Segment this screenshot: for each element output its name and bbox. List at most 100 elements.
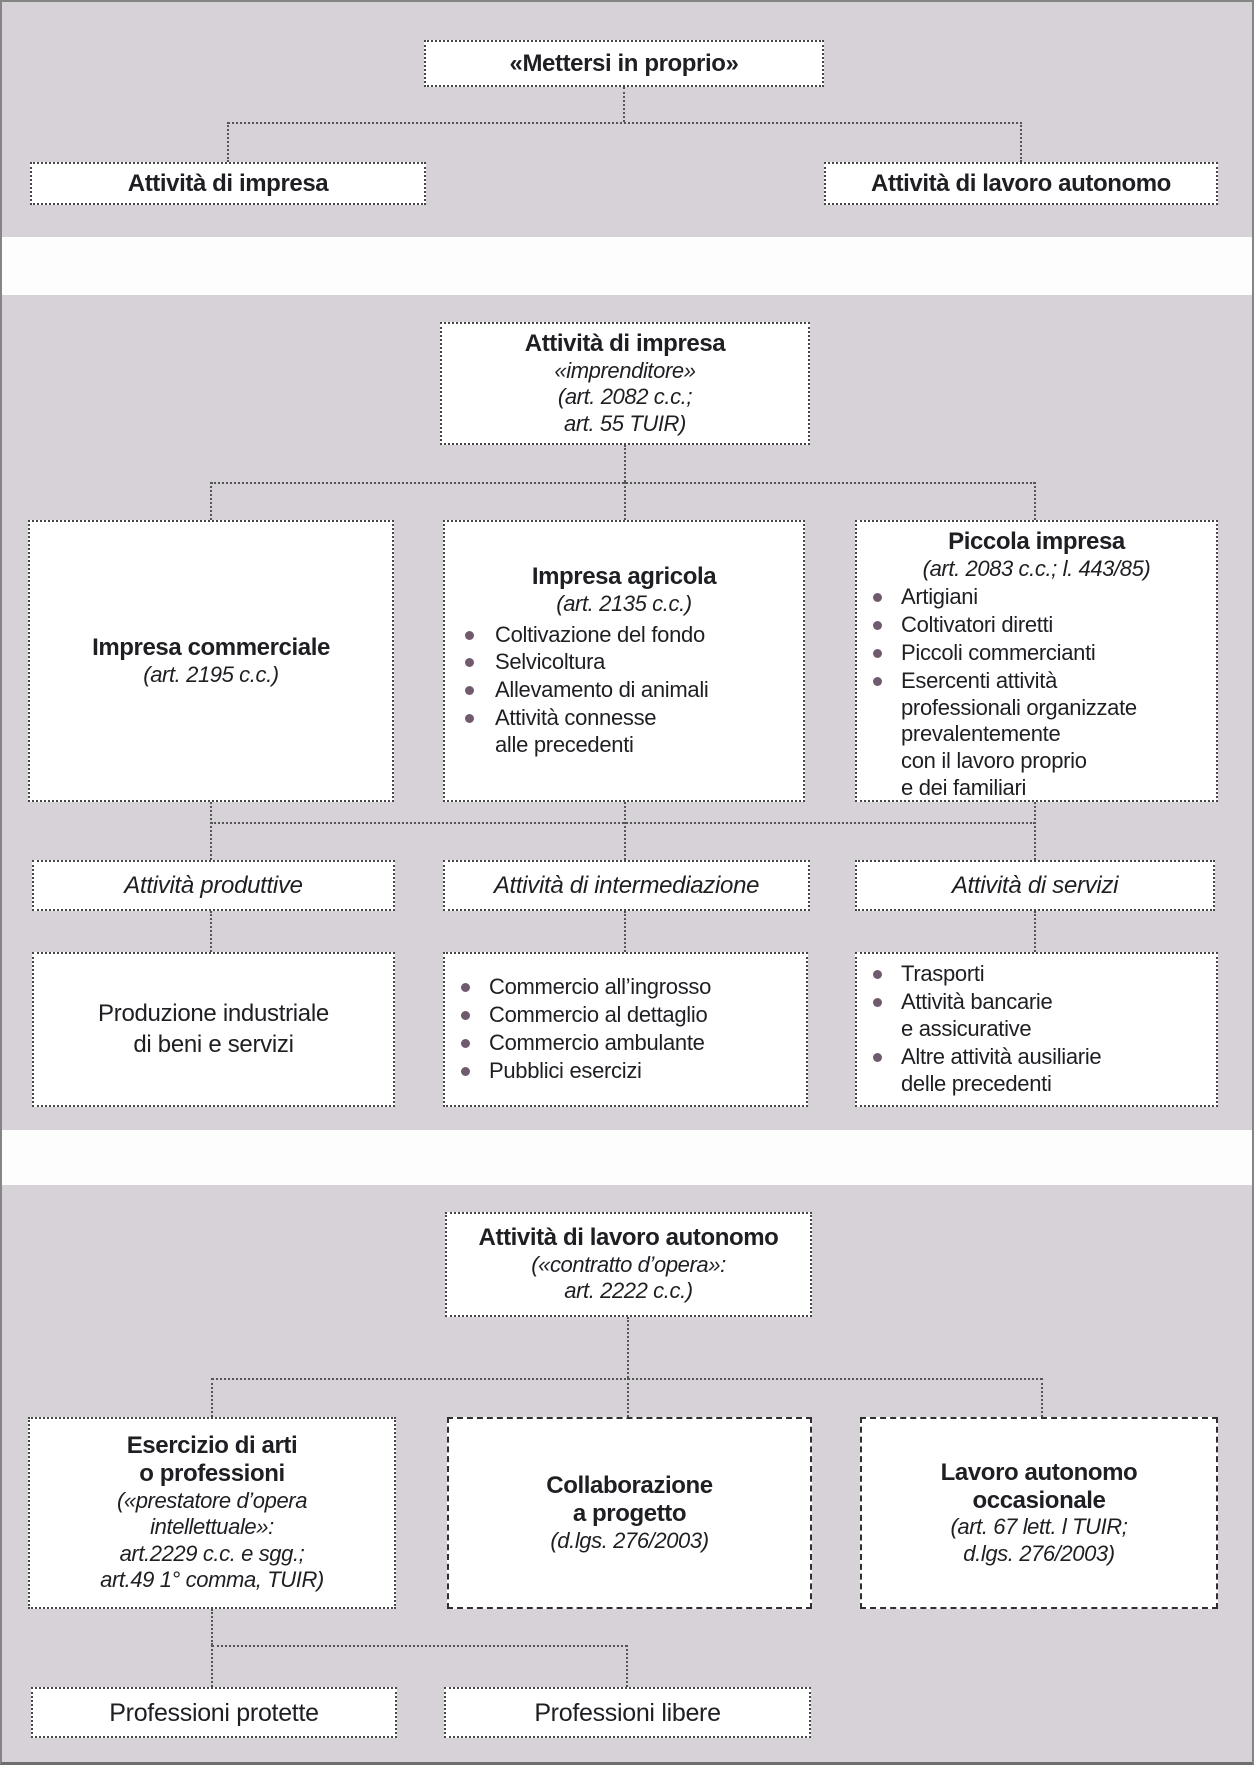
connector [211,1645,213,1687]
connector [624,911,626,952]
list-item: Pubblici esercizi [451,1058,800,1085]
connector [210,911,212,952]
list-item-text: Trasporti [901,961,985,987]
connector [211,822,1035,824]
node-professioni-libere: Professioni libere [444,1687,811,1738]
connector [1034,802,1036,860]
separator-band-2 [2,1130,1252,1185]
list-item-text: Attività bancarie e assicurative [901,989,1053,1042]
list-item-text: Esercenti attività professionali organiz… [901,667,1137,801]
connector [1041,1378,1043,1417]
impresa-agricola-list: Coltivazione del fondo Selvicoltura Alle… [451,622,797,759]
connector [627,1378,629,1417]
list-item: Commercio al dettaglio [451,1002,800,1029]
connector [228,122,1022,124]
connector [626,1645,628,1687]
bullet-icon [461,1011,470,1021]
bullet-icon [465,630,474,640]
esercizio-title: Esercizio di arti o professioni [126,1432,298,1488]
bullet-icon [873,621,882,631]
piccola-impresa-list: Artigiani Coltivatori diretti Piccoli co… [863,584,1210,802]
professioni-protette-text: Professioni protette [109,1698,319,1727]
list-item-text: Piccoli commercianti [901,639,1096,665]
label-attivita-servizi: Attività di servizi [855,860,1215,911]
bullet-icon [873,648,882,658]
attivita-intermediazione-text: Attività di intermediazione [493,871,760,899]
bullet-icon [461,1066,470,1076]
list-item-text: Attività connesse alle precedenti [495,705,657,757]
node-lavoro-occasionale: Lavoro autonomo occasionale (art. 67 let… [860,1417,1218,1609]
impresa-agricola-cite: (art. 2135 c.c.) [556,591,692,617]
impresa-commerciale-cite: (art. 2195 c.c.) [143,661,279,687]
connector [624,802,626,860]
connector [1020,122,1022,162]
label-attivita-produttive: Attività produttive [32,860,395,911]
occasionale-cite: (art. 67 lett. l TUIR; d.lgs. 276/2003) [950,1514,1128,1566]
node-impresa-header: Attività di impresa «imprenditore» (art.… [440,322,810,445]
list-item: Commercio ambulante [451,1030,800,1057]
collaborazione-title: Collaborazione a progetto [546,1471,713,1527]
bullet-icon [465,658,474,668]
bullet-icon [873,676,882,686]
list-item: Attività bancarie e assicurative [863,989,1210,1043]
connector [227,122,229,162]
connector [623,87,625,122]
list-item-text: Commercio ambulante [489,1030,705,1055]
list-item-text: Coltivatori diretti [901,612,1054,638]
impresa-header-cite: «imprenditore» (art. 2082 c.c.; art. 55 … [554,357,696,436]
autonomo-header-title: Attività di lavoro autonomo [478,1224,779,1252]
piccola-impresa-cite: (art. 2083 c.c.; l. 443/85) [922,555,1151,581]
list-item-text: Allevamento di animali [495,677,709,703]
node-mettersi-in-proprio-label: «Mettersi in proprio» [509,49,739,77]
list-item: Selvicoltura [451,649,797,676]
list-item-text: Altre attività ausiliarie delle preceden… [901,1043,1102,1096]
list-item-text: Selvicoltura [495,649,606,675]
connector [1034,482,1036,520]
label-attivita-intermediazione: Attività di intermediazione [443,860,810,911]
list-item-text: Commercio all’ingrosso [489,974,712,1000]
node-intermediazione-dettaglio: Commercio all’ingrosso Commercio al dett… [443,952,808,1107]
list-item: Attività connesse alle precedenti [451,705,797,759]
connector [211,482,1035,484]
bullet-icon [465,686,474,696]
impresa-agricola-title: Impresa agricola [531,563,717,591]
list-item: Commercio all’ingrosso [451,974,800,1001]
list-item-text: Commercio al dettaglio [489,1002,708,1028]
connector [210,802,212,860]
separator-band-1 [2,237,1252,295]
bullet-icon [873,970,882,980]
connector [1034,911,1036,952]
node-esercizio-arti-professioni: Esercizio di arti o professioni («presta… [28,1417,396,1609]
produzione-industriale-text: Produzione industriale di beni e servizi [98,999,329,1058]
node-attivita-lavoro-autonomo: Attività di lavoro autonomo [824,162,1218,205]
list-item: Artigiani [863,584,1210,611]
bullet-icon [461,983,470,993]
piccola-impresa-title: Piccola impresa [948,528,1125,555]
bullet-icon [873,1052,882,1062]
node-attivita-di-impresa-label: Attività di impresa [127,169,329,197]
list-item: Esercenti attività professionali organiz… [863,668,1210,802]
professioni-libere-text: Professioni libere [534,1698,721,1727]
connector [624,445,626,482]
list-item: Coltivazione del fondo [451,622,797,649]
list-item-text: Coltivazione del fondo [495,621,705,647]
bullet-icon [873,998,882,1008]
impresa-commerciale-title: Impresa commerciale [92,633,330,661]
list-item: Piccoli commercianti [863,640,1210,667]
node-mettersi-in-proprio: «Mettersi in proprio» [424,40,824,87]
connector [212,1645,627,1647]
attivita-produttive-text: Attività produttive [124,871,303,899]
node-attivita-di-impresa: Attività di impresa [30,162,426,205]
node-autonomo-header: Attività di lavoro autonomo («contratto … [445,1212,812,1317]
node-servizi-dettaglio: Trasporti Attività bancarie e assicurati… [855,952,1218,1107]
list-item: Trasporti [863,961,1210,988]
node-collaborazione-progetto: Collaborazione a progetto (d.lgs. 276/20… [447,1417,812,1609]
occasionale-title: Lavoro autonomo occasionale [940,1458,1138,1514]
list-item: Coltivatori diretti [863,612,1210,639]
node-attivita-lavoro-autonomo-label: Attività di lavoro autonomo [871,169,1171,197]
esercizio-cite: («prestatore d’opera intellettuale»: art… [100,1488,324,1593]
connector [627,1317,629,1378]
node-professioni-protette: Professioni protette [31,1687,397,1738]
list-item: Allevamento di animali [451,677,797,704]
